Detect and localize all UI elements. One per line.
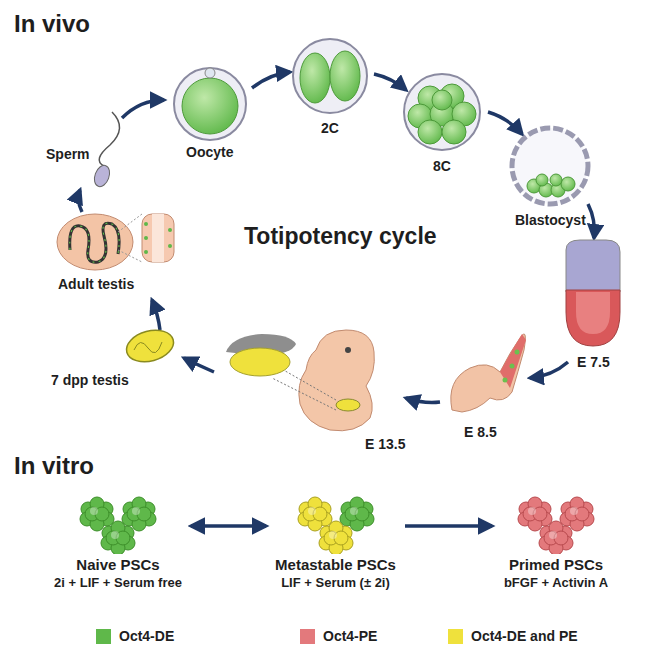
two-cell-embryo bbox=[293, 39, 367, 113]
section-title: In vivo bbox=[14, 10, 90, 38]
e7-5-embryo bbox=[566, 240, 620, 346]
culture-condition: LIF + Serum (± 2i) bbox=[269, 575, 402, 590]
stage-label: Sperm bbox=[46, 146, 90, 162]
colony-cluster bbox=[501, 496, 611, 554]
stage-label: E 8.5 bbox=[464, 424, 497, 440]
group-name: Metastable PSCs bbox=[269, 556, 402, 573]
center-title: Totipotency cycle bbox=[244, 223, 437, 249]
colony-cluster bbox=[281, 496, 391, 554]
section-title: In vitro bbox=[14, 452, 94, 480]
colony-cluster bbox=[63, 496, 173, 554]
seven-dpp-testis bbox=[123, 325, 177, 366]
culture-condition: bFGF + Activin A bbox=[495, 575, 617, 590]
culture-condition: 2i + LIF + Serum free bbox=[48, 575, 188, 590]
eight-cell-embryo bbox=[404, 74, 480, 150]
sperm bbox=[92, 112, 120, 189]
stage-label: Adult testis bbox=[58, 276, 134, 292]
e13-5-embryo bbox=[226, 330, 374, 431]
e8-5-embryo bbox=[451, 334, 526, 412]
stage-label: E 13.5 bbox=[365, 436, 405, 452]
blastocyst bbox=[512, 128, 588, 204]
connector-arrow bbox=[191, 524, 266, 528]
legend-text: Oct4-DE and PE bbox=[471, 628, 578, 644]
stage-label: 2C bbox=[321, 120, 339, 136]
legend-entry: Oct4-DE bbox=[96, 628, 174, 644]
stage-label: E 7.5 bbox=[577, 354, 610, 370]
cell-colony-group: Metastable PSCsLIF + Serum (± 2i) bbox=[269, 496, 402, 590]
group-name: Primed PSCs bbox=[495, 556, 617, 573]
stage-label: 7 dpp testis bbox=[51, 372, 129, 388]
legend-swatch bbox=[96, 629, 111, 644]
stage-label: Blastocyst bbox=[515, 212, 586, 228]
legend-text: Oct4-PE bbox=[323, 628, 377, 644]
stage-label: Oocyte bbox=[186, 144, 233, 160]
oocyte bbox=[174, 68, 246, 140]
cell-colony-group: Primed PSCs bFGF + Activin A bbox=[495, 496, 617, 590]
legend-entry: Oct4-PE bbox=[300, 628, 377, 644]
cell-colony-group: Naive PSCs 2i + LIF + Serum free bbox=[48, 496, 188, 590]
legend-swatch bbox=[300, 629, 315, 644]
group-name: Naive PSCs bbox=[48, 556, 188, 573]
connector-arrow bbox=[405, 524, 492, 528]
legend-swatch bbox=[448, 629, 463, 644]
legend-text: Oct4-DE bbox=[119, 628, 174, 644]
legend-entry: Oct4-DE and PE bbox=[448, 628, 578, 644]
stage-label: 8C bbox=[433, 158, 451, 174]
adult-testis bbox=[57, 214, 174, 270]
